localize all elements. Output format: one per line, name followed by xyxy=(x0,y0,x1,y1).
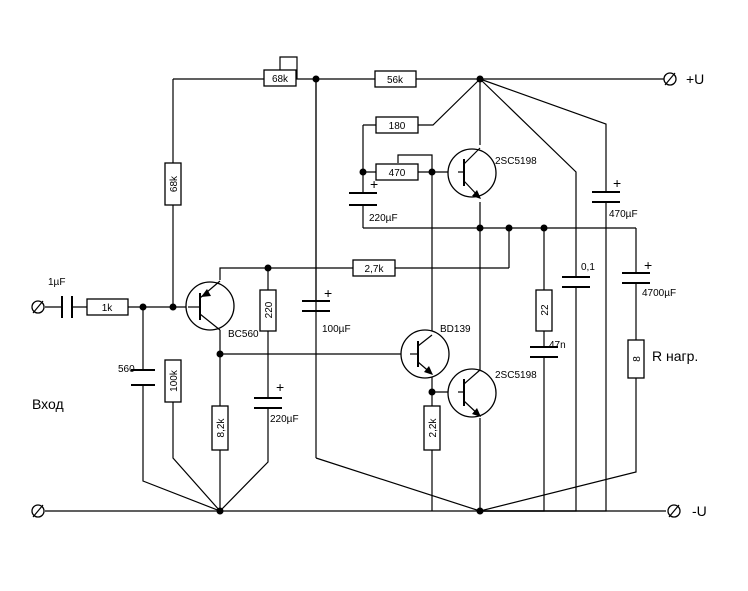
svg-text:+: + xyxy=(613,175,621,191)
transistor-bc560: BC560 xyxy=(185,280,259,340)
svg-text:220µF: 220µF xyxy=(369,213,398,224)
transistor-2sc5198-bottom: 2SC5198 xyxy=(447,368,537,418)
input-label: Вход xyxy=(32,396,64,412)
resistor-2-7k: 2,7k xyxy=(352,259,396,277)
resistor-1k: 1k xyxy=(86,298,129,316)
svg-text:+U: +U xyxy=(686,71,704,87)
terminal-plus-u: +U xyxy=(663,71,704,87)
capacitor-100uF: + 100µF xyxy=(302,285,351,335)
capacitor-47n: 47n xyxy=(530,340,566,358)
capacitor-0-1: 0,1 xyxy=(562,262,595,288)
resistor-68k-top: 68k xyxy=(263,69,297,87)
svg-text:8: 8 xyxy=(632,356,643,362)
svg-text:8,2k: 8,2k xyxy=(216,418,227,438)
capacitor-560: 560 xyxy=(118,364,155,386)
svg-text:BD139: BD139 xyxy=(440,324,471,335)
svg-text:+: + xyxy=(324,285,332,301)
resistor-470: 470 xyxy=(375,163,419,181)
svg-text:R нагр.: R нагр. xyxy=(652,348,698,364)
svg-text:22: 22 xyxy=(540,304,551,316)
svg-text:2SC5198: 2SC5198 xyxy=(495,156,537,167)
capacitor-1uF-input: 1µF xyxy=(48,277,73,318)
svg-text:1k: 1k xyxy=(102,303,114,314)
terminal-input xyxy=(31,300,45,314)
svg-text:68k: 68k xyxy=(169,175,180,192)
capacitor-470uF: + 470µF xyxy=(592,175,638,220)
svg-text:+: + xyxy=(370,176,378,192)
svg-text:2,2k: 2,2k xyxy=(428,418,439,438)
svg-text:470: 470 xyxy=(389,168,406,179)
svg-text:1µF: 1µF xyxy=(48,277,65,288)
transistor-2sc5198-top: 2SC5198 xyxy=(447,147,537,199)
resistor-load: 8 R нагр. xyxy=(627,339,698,379)
svg-text:100µF: 100µF xyxy=(322,324,351,335)
wires xyxy=(45,56,666,512)
svg-text:56k: 56k xyxy=(387,75,404,86)
capacitor-4700uF: + 4700µF xyxy=(622,257,676,299)
svg-text:4700µF: 4700µF xyxy=(642,288,676,299)
svg-text:180: 180 xyxy=(389,121,406,132)
resistor-100k: 100k xyxy=(164,359,182,403)
terminal-minus-u: -U xyxy=(667,503,707,519)
transistor-bd139: BD139 xyxy=(400,324,471,379)
svg-text:0,1: 0,1 xyxy=(581,262,595,273)
junction-dots xyxy=(139,75,548,515)
resistor-8-2k: 8,2k xyxy=(211,405,229,451)
resistor-56k: 56k xyxy=(374,70,417,88)
resistor-68k-vertical: 68k xyxy=(164,162,182,206)
svg-text:470µF: 470µF xyxy=(609,209,638,220)
svg-text:47n: 47n xyxy=(549,340,566,351)
resistor-180: 180 xyxy=(375,116,419,134)
svg-text:2,7k: 2,7k xyxy=(365,264,385,275)
svg-text:220: 220 xyxy=(264,301,275,318)
svg-text:+: + xyxy=(644,257,652,273)
svg-text:100k: 100k xyxy=(169,369,180,392)
svg-text:2SC5198: 2SC5198 xyxy=(495,370,537,381)
resistor-22: 22 xyxy=(535,289,553,332)
svg-text:560: 560 xyxy=(118,364,135,375)
resistor-220: 220 xyxy=(259,289,277,332)
capacitor-220uF-bootstrap: + 220µF xyxy=(349,176,398,224)
capacitor-220uF-lower: + 220µF xyxy=(254,379,299,425)
svg-text:-U: -U xyxy=(692,503,707,519)
svg-text:+: + xyxy=(276,379,284,395)
svg-text:BC560: BC560 xyxy=(228,329,259,340)
svg-text:68k: 68k xyxy=(272,74,289,85)
svg-text:220µF: 220µF xyxy=(270,414,299,425)
resistor-2-2k: 2,2k xyxy=(423,405,441,451)
terminal-ground xyxy=(31,504,45,518)
